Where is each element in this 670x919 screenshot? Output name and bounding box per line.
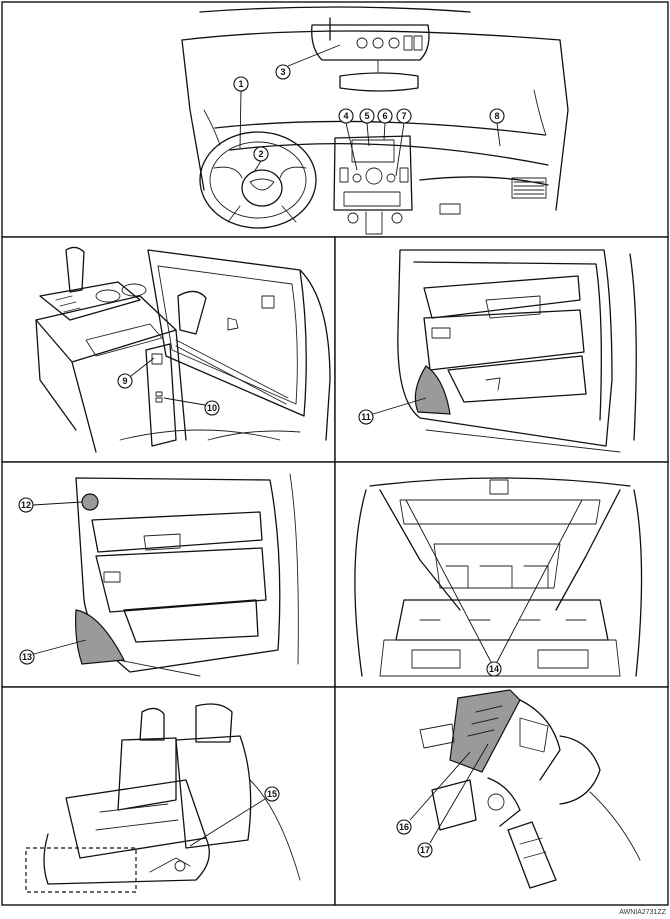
callout-10: 10 <box>163 397 220 416</box>
callout-4: 4 <box>338 108 358 171</box>
panel-footwell: 16 17 <box>334 686 669 906</box>
svg-text:15: 15 <box>267 789 277 799</box>
panel-center-console: 9 10 <box>1 236 336 463</box>
svg-text:2: 2 <box>258 149 263 159</box>
callout-11: 11 <box>358 397 427 425</box>
svg-text:13: 13 <box>22 652 32 662</box>
callout-3: 3 <box>275 44 341 80</box>
svg-text:7: 7 <box>401 111 406 121</box>
svg-text:16: 16 <box>399 822 409 832</box>
svg-text:11: 11 <box>361 412 371 422</box>
callout-13: 13 <box>19 639 87 665</box>
svg-text:8: 8 <box>494 111 499 121</box>
callout-6: 6 <box>377 108 393 141</box>
callout-15: 15 <box>189 786 280 847</box>
svg-text:14: 14 <box>489 664 499 674</box>
svg-text:12: 12 <box>21 500 31 510</box>
callout-9: 9 <box>117 357 155 389</box>
shaded-tweeter-rear <box>81 493 99 511</box>
callout-2: 2 <box>253 146 269 173</box>
panel-rear-seat: 15 <box>1 686 336 906</box>
callout-5: 5 <box>359 108 375 147</box>
callout-1: 1 <box>233 76 249 149</box>
callout-17: 17 <box>417 743 489 858</box>
callout-8: 8 <box>489 108 505 147</box>
figure-code: AWNIA2731ZZ <box>619 909 667 916</box>
shaded-module-footwell <box>449 689 521 773</box>
panel-rear-door: 12 13 <box>1 461 336 688</box>
shaded-speaker-front-door <box>414 365 451 415</box>
panel-front-door: 11 <box>334 236 669 463</box>
callout-14: 14 <box>405 499 583 677</box>
shaded-speaker-rear-door <box>75 609 125 665</box>
callout-7: 7 <box>395 108 412 177</box>
svg-text:5: 5 <box>364 111 369 121</box>
svg-text:3: 3 <box>280 67 285 77</box>
svg-text:1: 1 <box>238 79 243 89</box>
callout-16: 16 <box>396 751 471 835</box>
svg-text:6: 6 <box>382 111 387 121</box>
panel-dashboard: 1 2 3 4 5 6 7 <box>1 1 669 238</box>
svg-text:17: 17 <box>420 845 430 855</box>
svg-text:4: 4 <box>343 111 348 121</box>
svg-text:9: 9 <box>122 376 127 386</box>
svg-text:10: 10 <box>207 403 217 413</box>
callout-12: 12 <box>18 497 83 513</box>
panel-rear-cargo: 14 <box>334 461 669 688</box>
